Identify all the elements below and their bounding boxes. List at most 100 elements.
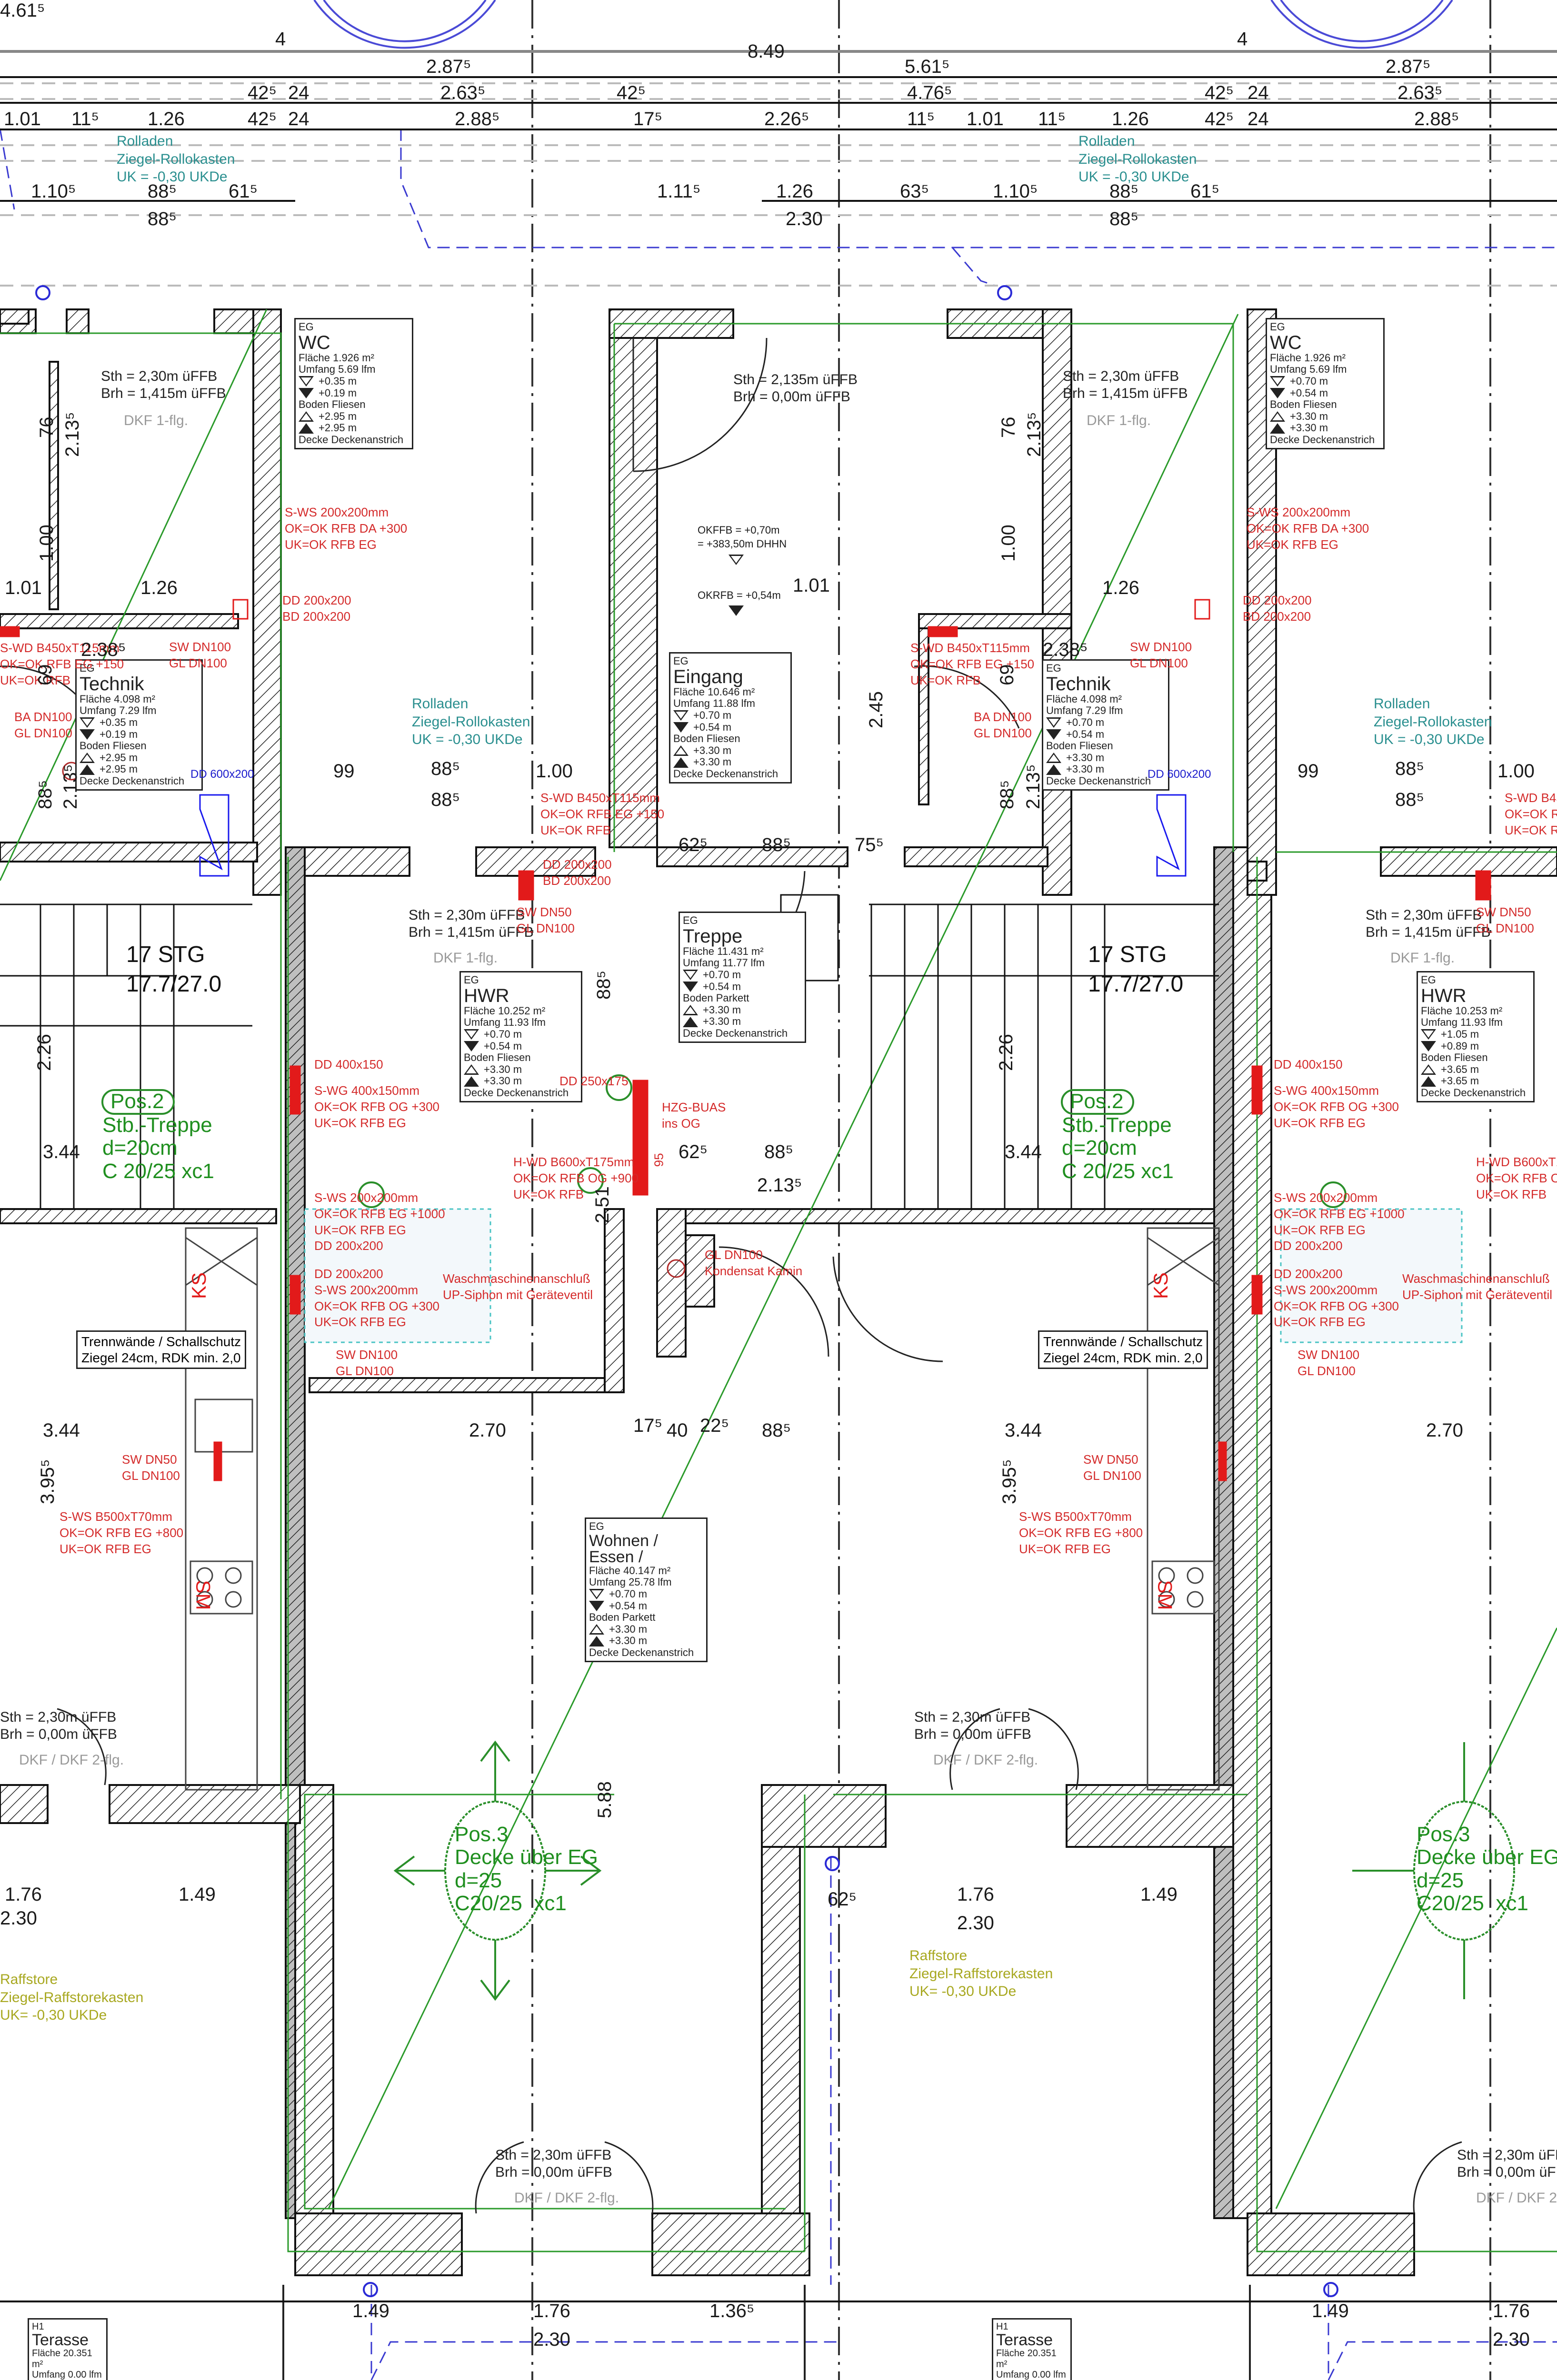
room-level: EG (80, 662, 95, 674)
hwd-note-left: H-WD B600xT175mm OK=OK RFB OG +900 UK=OK… (513, 1155, 639, 1201)
dd-600-note-left: DD 600x200 (190, 768, 254, 781)
kitchen-door-note-left: Sth = 2,30m üFFB Brh = 0,00m üFFB (0, 1709, 117, 1742)
room-ceiling: Decke Deckenanstrich (80, 775, 185, 787)
level-open-down-icon (1270, 376, 1285, 387)
dkf1-note-hwr-left: DKF 1-flg. (433, 950, 498, 966)
level-value: +3.30 m (609, 1635, 648, 1647)
dim-top-r4-l0: 1.10⁵ (31, 181, 76, 202)
installation-markers (0, 599, 1491, 1481)
level-value: +2.95 m (100, 751, 138, 764)
sws-note-right: S-WD B450xT115mm OK=OK RFB EG +150 UK=OK… (1505, 791, 1557, 837)
dim-tr-251: 2.51 (592, 1186, 613, 1223)
room-name: WC (299, 332, 330, 353)
sws-wm-note-right: S-WS 200x200mm OK=OK RFB EG +1000 UK=OK … (1274, 1190, 1405, 1253)
level-open-up-icon (299, 411, 314, 422)
level-filled-down-icon (729, 605, 744, 618)
stair-steps-mid: 17 STG 17.7/27.0 (1088, 942, 1184, 997)
dim-bot-230-right: 2.30 (1493, 2329, 1530, 2350)
room-stamp-wc-left: EG WC Fläche 1.926 m² Umfang 5.69 lfm +0… (294, 318, 413, 449)
level-value: +0.54 m (609, 1599, 648, 1612)
level-value: +0.54 m (484, 1040, 522, 1052)
dim-top-r3-5: 2.88⁵ (455, 109, 500, 129)
room-area: Fläche 20.351 m² (996, 2348, 1057, 2370)
level-filled-down-icon (80, 729, 95, 740)
gl-kondensat-note: GL DN100 Kondensat Kamin (705, 1248, 803, 1278)
dim-stair-344-mid: 3.44 (1005, 1141, 1042, 1162)
dd-note-hwr-top: DD 200x200 BD 200x200 (543, 857, 612, 888)
room-level: EG (299, 321, 314, 333)
dim-top-r2-6: 24 (1248, 82, 1269, 103)
dim-bot-176: 1.76 (533, 2301, 570, 2321)
dim-tech-238-mid: 2.38⁵ (1043, 639, 1088, 660)
terrace-door-note-left: Sth = 2,30m üFFB Brh = 0,00m üFFB (495, 2147, 612, 2180)
level-value: +3.30 m (1066, 751, 1105, 764)
dim-wc-126: 1.26 (140, 577, 178, 598)
level-open-up-icon (683, 1005, 698, 1016)
axis-lines (531, 0, 1491, 2380)
level-value: +2.95 m (319, 410, 357, 422)
dashed-gridlines (0, 82, 1557, 287)
room-stamp-technik-mid: EG Technik Fläche 4.098 m² Umfang 7.29 l… (1042, 659, 1169, 791)
level-filled-up-icon (299, 423, 314, 434)
dim-tech-88: 88⁵ (35, 780, 56, 809)
level-value: +3.30 m (1066, 763, 1105, 775)
level-filled-up-icon (1270, 423, 1285, 434)
level-open-up-icon (673, 745, 689, 756)
level-open-down-icon (673, 710, 689, 721)
sws-note-wc-left: S-WS 200x200mm OK=OK RFB DA +300 UK=OK R… (285, 505, 408, 552)
level-value: +0.70 m (484, 1028, 522, 1040)
room-stamp-terasse-left: H1 Terasse Fläche 20.351 m² Umfang 0.00 … (28, 2318, 108, 2380)
dkf2-note-left: DKF / DKF 2-flg. (19, 1752, 124, 1768)
level-value: +3.30 m (1290, 422, 1328, 434)
level-open-up-icon (1270, 411, 1285, 422)
level-filled-up-icon (683, 1016, 698, 1027)
dim-top-r4-r0: 1.10⁵ (993, 181, 1038, 202)
sm-label-left: SM (192, 1580, 215, 1610)
room-perimeter: Umfang 5.69 lfm (299, 363, 376, 376)
level-open-down-icon (683, 970, 698, 981)
dim-wall-4-right: 4 (1237, 29, 1248, 50)
room-stamp-hwr-right: EG HWR Fläche 10.253 m² Umfang 11.93 lfm… (1417, 971, 1535, 1102)
blue-dd-marker (199, 794, 1187, 877)
dim-top-r4-m2: 63⁵ (900, 181, 929, 202)
level-value: +2.95 m (319, 422, 357, 434)
dim-tech-213-mid: 2.13⁵ (1023, 764, 1044, 809)
dim-ter-176-left: 1.76 (5, 1884, 42, 1905)
ba-dn100-note-left: BA DN100 GL DN100 (14, 710, 72, 740)
ks-fridge-label-mid: KS (1149, 1272, 1172, 1299)
dim-tech-69-left: 69 (35, 664, 56, 686)
dim-top-r1-2: 2.87⁵ (1386, 56, 1431, 77)
dim-tr-62: 62⁵ (679, 1141, 708, 1162)
ks-fridge-label-left: KS (188, 1272, 210, 1299)
room-name: Treppe (683, 925, 743, 947)
dim-top-r1-1: 5.61⁵ (905, 56, 950, 77)
level-value: +0.35 m (319, 375, 357, 387)
terrace-outlines (282, 2285, 1251, 2380)
room-level: EG (464, 974, 479, 986)
hwd-note-right: H-WD B600xT175mm OK=OK RFB OG +900 UK=OK… (1476, 1155, 1557, 1201)
dim-wc-213: 2.13⁵ (62, 412, 83, 457)
raffstore-note-mid: Raffstore Ziegel-Raffstorekasten UK= -0,… (909, 1948, 1053, 1999)
dim-tech-88-mid: 88⁵ (997, 780, 1018, 809)
room-perimeter: Umfang 0.00 lfm (32, 2370, 102, 2380)
level-filled-up-icon (673, 757, 689, 768)
level-value: +3.30 m (484, 1075, 522, 1087)
dim-wc-100: 1.00 (36, 525, 57, 562)
dim-ter-149: 1.49 (1140, 1884, 1178, 1905)
room-perimeter: Umfang 5.69 lfm (1270, 363, 1347, 376)
dim-ter-176: 1.76 (957, 1884, 994, 1905)
kitchen-fixtures (185, 1227, 1220, 1791)
level-open-up-icon (1421, 1064, 1436, 1075)
kitchen-sw-note-left: SW DN50 GL DN100 (122, 1452, 180, 1483)
dim-top-r4-l1: 88⁵ (148, 181, 177, 202)
dkf1-note-left: DKF 1-flg. (124, 413, 189, 428)
top-arc-blue (313, 0, 1453, 49)
room-ceiling: Decke Deckenanstrich (1046, 775, 1151, 787)
pos2-label-left: Pos.2 (110, 1090, 164, 1113)
room-perimeter: Umfang 11.93 lfm (464, 1016, 546, 1029)
terrace-door-note-right: Sth = 2,30m üFFB Brh = 0,00m üFFB (1457, 2147, 1557, 2180)
room-perimeter: Umfang 11.88 lfm (673, 697, 756, 710)
dim-top-r3-11: 1.26 (1112, 109, 1149, 129)
room-name: Terasse (996, 2331, 1053, 2350)
level-value: +3.30 m (693, 756, 732, 768)
